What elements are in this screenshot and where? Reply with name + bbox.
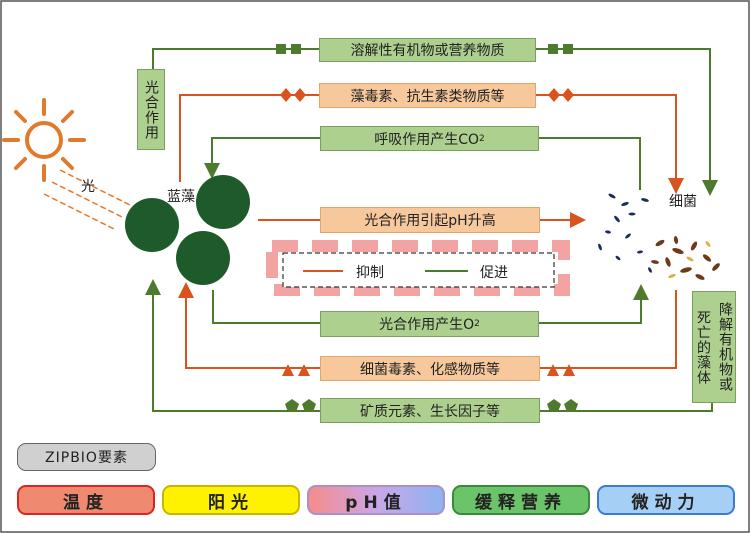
pentagon-marker [302, 399, 316, 412]
factor-ph: pH值 [307, 485, 445, 515]
diamond-marker [562, 88, 574, 102]
pentagon-marker [547, 399, 561, 412]
legend-frame [266, 240, 570, 296]
ph-rise-label: 光合作用引起pH升高 [320, 207, 540, 233]
factor-slow-release-nutrients: 缓释营养 [452, 485, 590, 515]
bacteria-cluster [598, 193, 720, 280]
diamond-marker [280, 88, 292, 102]
square-marker [276, 44, 286, 54]
square-marker [563, 44, 573, 54]
diamond-marker [548, 88, 560, 102]
triangle-marker [563, 364, 575, 376]
organic-matter-arrow [152, 48, 718, 196]
decomposition-line-1: 降解有机物或 [717, 302, 733, 392]
algal-toxins-label: 藻毒素、抗生素类物质等 [319, 83, 536, 108]
photosynthesis-o2-subscript: 2 [474, 319, 480, 329]
respiration-text: 呼吸作用产生CO [374, 131, 480, 148]
sun-icon [2, 98, 86, 182]
minerals-label: 矿质元素、生长因子等 [320, 398, 540, 423]
square-marker [548, 44, 558, 54]
triangle-marker [547, 364, 559, 376]
light-label: 光 [81, 179, 95, 195]
diamond-marker [294, 88, 306, 102]
factor-temperature: 温度 [17, 485, 155, 515]
factor-sunlight: 阳光 [162, 485, 300, 515]
organic-matter-label: 溶解性有机物或营养物质 [319, 38, 536, 62]
algae-cell [125, 198, 179, 252]
bacteria-label: 细菌 [669, 194, 697, 210]
photosynthesis-label: 光合作用 [137, 69, 165, 150]
algae-cell [176, 231, 230, 285]
pentagon-marker [564, 399, 578, 412]
decomposition-label: 降解有机物或 死亡的藻体 [692, 291, 736, 403]
square-marker [291, 44, 301, 54]
legend-promote-label: 促进 [480, 265, 508, 281]
light-rays [43, 169, 131, 230]
triangle-marker [298, 364, 310, 376]
pentagon-marker [285, 399, 299, 412]
minerals-arrow [145, 279, 713, 412]
algae-label: 蓝藻 [167, 189, 195, 205]
zipbio-title: ZIPBIO要素 [17, 443, 156, 471]
photosynthesis-o2-text: 光合作用产生O [379, 317, 475, 333]
algae-cell [196, 175, 250, 229]
legend-inhibit-label: 抑制 [356, 265, 384, 281]
factor-micro-power: 微动力 [597, 485, 735, 515]
triangle-marker [282, 364, 294, 376]
bacterial-toxins-label: 细菌毒素、化感物质等 [320, 356, 540, 381]
respiration-subscript: 2 [479, 133, 485, 144]
decomposition-line-2: 死亡的藻体 [695, 309, 711, 385]
